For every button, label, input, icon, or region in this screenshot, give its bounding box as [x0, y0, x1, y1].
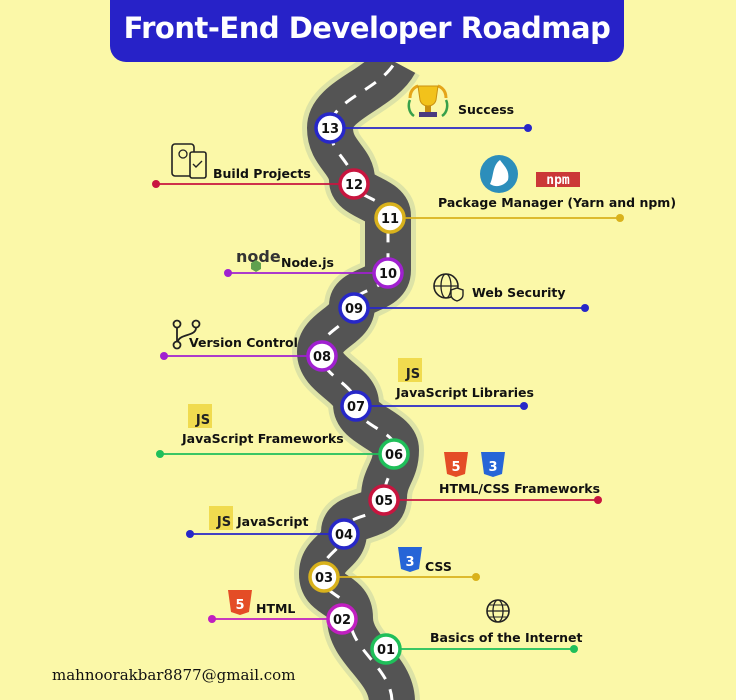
svg-text:08: 08 [313, 350, 331, 365]
svg-text:12: 12 [345, 178, 363, 193]
svg-text:10: 10 [379, 267, 397, 282]
javascript-icon: JS [188, 404, 212, 428]
yarn-icon [480, 155, 518, 193]
step-marker-11: 11 [374, 202, 406, 234]
step-label-06: JavaScript Frameworks [182, 431, 344, 446]
svg-text:3: 3 [405, 555, 414, 570]
step-label-09: Web Security [472, 285, 566, 300]
step-marker-03: 03 [308, 561, 340, 593]
git-branch-icon [172, 319, 201, 350]
css3-icon: 3 [398, 547, 422, 572]
svg-text:06: 06 [385, 448, 403, 463]
step-marker-07: 07 [340, 390, 372, 422]
step-label-03: CSS [425, 559, 452, 574]
step-label-10: Node.js [281, 255, 334, 270]
svg-text:JS: JS [405, 367, 420, 382]
step-label-13: Success [458, 102, 515, 117]
nodejs-icon: node [236, 247, 281, 272]
road [296, 49, 420, 700]
svg-text:07: 07 [347, 400, 365, 415]
npm-logo: npm [536, 172, 580, 188]
svg-text:01: 01 [377, 643, 395, 658]
connector-dots [152, 124, 624, 653]
svg-text:13: 13 [321, 122, 339, 137]
devices-icon [171, 143, 207, 179]
step-marker-08: 08 [306, 340, 338, 372]
contact-email: mahnoorakbar8877@gmail.com [52, 666, 296, 684]
svg-text:3: 3 [488, 460, 497, 475]
globe-shield-icon [433, 273, 464, 302]
html5-icon: 5 [444, 452, 468, 477]
step-label-07: JavaScript Libraries [396, 385, 534, 400]
step-marker-10: 10 [372, 257, 404, 289]
step-marker-01: 01 [370, 633, 402, 665]
svg-text:03: 03 [315, 571, 333, 586]
svg-text:09: 09 [345, 302, 363, 317]
css3-icon: 3 [481, 452, 505, 477]
javascript-icon: JS [209, 506, 233, 530]
step-marker-13: 13 [314, 112, 346, 144]
trophy-icon [407, 84, 449, 118]
step-marker-02: 02 [326, 603, 358, 635]
svg-text:02: 02 [333, 613, 351, 628]
step-marker-04: 04 [328, 518, 360, 550]
svg-text:JS: JS [195, 413, 210, 428]
svg-text:11: 11 [381, 212, 399, 227]
svg-text:npm: npm [546, 173, 570, 188]
step-label-11: Package Manager (Yarn and npm) [438, 195, 677, 210]
step-marker-06: 06 [378, 438, 410, 470]
html5-icon: 5 [228, 590, 252, 615]
step-label-08: Version Control [189, 335, 298, 350]
step-label-12: Build Projects [213, 166, 311, 181]
step-marker-05: 05 [368, 484, 400, 516]
svg-text:5: 5 [235, 598, 244, 613]
step-label-05: HTML/CSS Frameworks [439, 481, 601, 496]
step-label-02: HTML [256, 601, 296, 616]
connector-lines [156, 127, 620, 650]
step-marker-09: 09 [338, 292, 370, 324]
svg-text:04: 04 [335, 528, 353, 543]
step-label-01: Basics of the Internet [430, 630, 583, 645]
step-label-04: JavaScript [237, 514, 309, 529]
step-marker-12: 12 [338, 168, 370, 200]
svg-text:5: 5 [451, 460, 460, 475]
javascript-icon: JS [398, 358, 422, 382]
svg-text:JS: JS [216, 515, 231, 530]
page-title: Front-End Developer Roadmap [110, 0, 624, 62]
svg-text:node: node [236, 247, 281, 266]
svg-text:05: 05 [375, 494, 393, 509]
globe-icon [486, 599, 510, 623]
